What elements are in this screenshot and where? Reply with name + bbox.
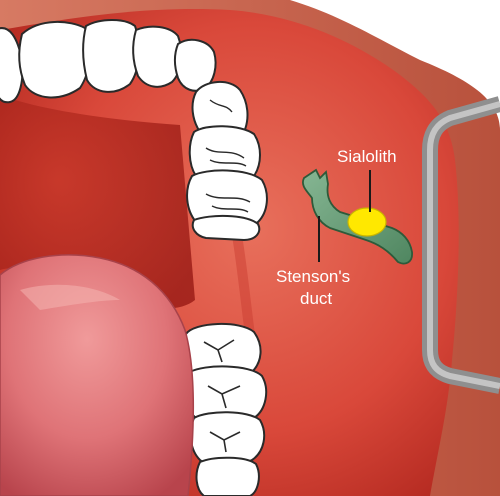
upper-teeth <box>0 19 217 104</box>
tongue <box>0 254 195 496</box>
tooth-upper-4 <box>132 25 183 88</box>
sialolith-stone <box>347 207 387 237</box>
stensons-duct-label-line1: Stenson's <box>276 267 350 286</box>
upper-molar-3 <box>186 169 268 231</box>
stensons-duct <box>302 168 413 265</box>
lower-molar-grooves <box>203 339 241 453</box>
tooth-upper-3 <box>82 19 141 93</box>
upper-molar-4 <box>191 214 261 242</box>
stensons-duct-label-line2: duct <box>300 289 332 308</box>
upper-molars <box>186 81 268 242</box>
sialolith-label: Sialolith <box>337 147 397 166</box>
cheek-retractor-shine <box>427 101 500 389</box>
lower-molar-4 <box>195 456 260 496</box>
tongue-highlight <box>20 284 120 310</box>
tooth-upper-2 <box>18 20 91 99</box>
upper-molar-grooves <box>205 99 251 213</box>
tooth-upper-1 <box>0 27 24 104</box>
oral-cavity-shadow <box>0 95 195 309</box>
